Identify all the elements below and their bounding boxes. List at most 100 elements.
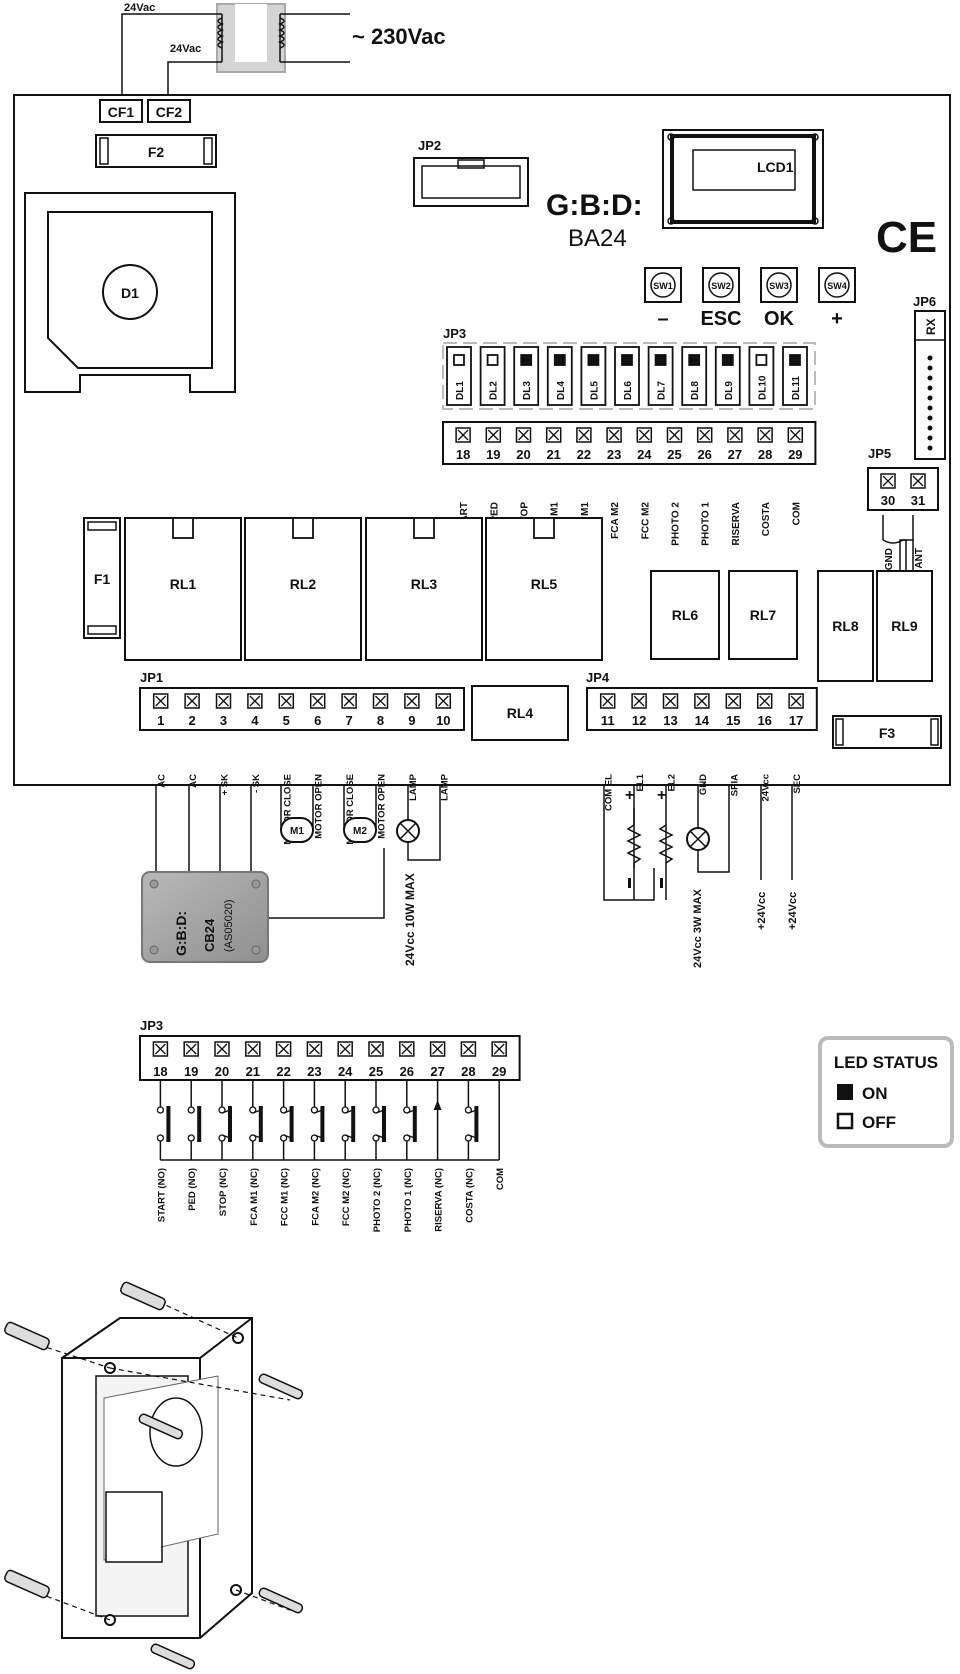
svg-text:DL10: DL10 [757,375,768,400]
svg-text:+: + [831,308,843,330]
jp4-label: JP4 [586,670,610,685]
svg-text:+ SK: + SK [220,774,231,796]
svg-text:21: 21 [246,1064,260,1079]
svg-text:SW2: SW2 [711,281,731,291]
label-230vac: ~ 230Vac [352,24,446,49]
svg-text:12: 12 [632,713,646,728]
svg-text:COM EL: COM EL [604,774,615,811]
svg-text:CB24: CB24 [202,918,217,952]
svg-text:+: + [657,787,666,804]
model-label: BA24 [568,225,627,252]
svg-text:ESC: ESC [700,308,741,330]
svg-text:DL7: DL7 [657,381,668,400]
svg-text:PHOTO 1 (NC): PHOTO 1 (NC) [403,1168,414,1232]
svg-text:DL2: DL2 [489,381,500,400]
svg-text:AC: AC [157,774,168,788]
svg-text:SW4: SW4 [827,281,847,291]
svg-text:RL3: RL3 [411,576,438,592]
svg-text:RL7: RL7 [750,607,777,623]
svg-text:ANT: ANT [914,548,925,569]
relay-rl1: RL1 [124,517,242,661]
indicator-lamp-icon [686,827,710,851]
svg-text:29: 29 [492,1064,506,1079]
svg-text:19: 19 [184,1064,198,1079]
relay-rl4: RL4 [471,685,569,741]
svg-text:SEC: SEC [792,774,803,794]
switch-sw1: SW1– [644,267,682,330]
svg-text:6: 6 [314,713,321,728]
svg-text:STOP: STOP [520,502,531,529]
svg-text:SW3: SW3 [769,281,789,291]
led-dl4: DL4 [546,346,573,406]
relay-rl5: RL5 [485,517,603,661]
svg-text:COM: COM [495,1168,506,1190]
svg-text:GND: GND [698,774,709,795]
svg-text:FCA M2: FCA M2 [610,502,621,539]
svg-text:14: 14 [695,713,710,728]
svg-text:M2: M2 [353,826,367,837]
svg-text:26: 26 [697,447,711,462]
svg-text:9: 9 [408,713,415,728]
relay-rl3: RL3 [365,517,483,661]
led-dl8: DL8 [681,346,708,406]
svg-text:15: 15 [726,713,740,728]
svg-text:RL6: RL6 [672,607,699,623]
svg-text:31: 31 [911,493,925,508]
motor-m1: M1 [280,817,314,843]
svg-text:RL1: RL1 [170,576,197,592]
jp2-connector [413,157,529,207]
svg-text:23: 23 [607,447,621,462]
svg-text:EL1: EL1 [635,773,646,791]
jp3-label: JP3 [443,326,466,341]
svg-text:D1: D1 [121,285,139,301]
jp6-pins [927,355,933,451]
enclosure-illustration [4,1281,304,1670]
jp1-label: JP1 [140,670,163,685]
svg-text:–: – [657,308,668,330]
svg-text:DL11: DL11 [791,376,802,400]
svg-text:F1: F1 [94,571,111,587]
svg-text:+: + [625,787,634,804]
cb24-module: G:B:D: CB24 (AS05020) [141,871,269,963]
svg-text:23: 23 [307,1064,321,1079]
led-dl10: DL10 [748,346,775,406]
svg-text:MOTOR OPEN: MOTOR OPEN [377,774,388,839]
svg-text:24: 24 [338,1064,353,1079]
svg-text:RL5: RL5 [531,576,558,592]
svg-text:DL4: DL4 [556,381,567,400]
svg-text:PHOTO 1: PHOTO 1 [701,502,712,546]
svg-text:28: 28 [758,447,772,462]
plus24-b: +24Vcc [787,892,799,930]
terminal-4: 4- SK [247,693,263,793]
relay-rl6: RL6 [650,570,720,660]
svg-text:MOTOR OPEN: MOTOR OPEN [314,774,325,839]
svg-text:PHOTO 2: PHOTO 2 [671,502,682,546]
terminal-3: 3 + SK [215,693,232,796]
d1-component: D1 [24,192,236,393]
svg-text:22: 22 [577,447,591,462]
svg-text:FCA M2 (NC): FCA M2 (NC) [310,1168,321,1226]
svg-text:OFF: OFF [862,1113,896,1132]
svg-text:22: 22 [276,1064,290,1079]
svg-text:COSTA: COSTA [761,502,772,536]
svg-text:FCC M2: FCC M2 [640,502,651,540]
led-dl7: DL7 [647,346,674,406]
svg-text:3: 3 [220,713,227,728]
